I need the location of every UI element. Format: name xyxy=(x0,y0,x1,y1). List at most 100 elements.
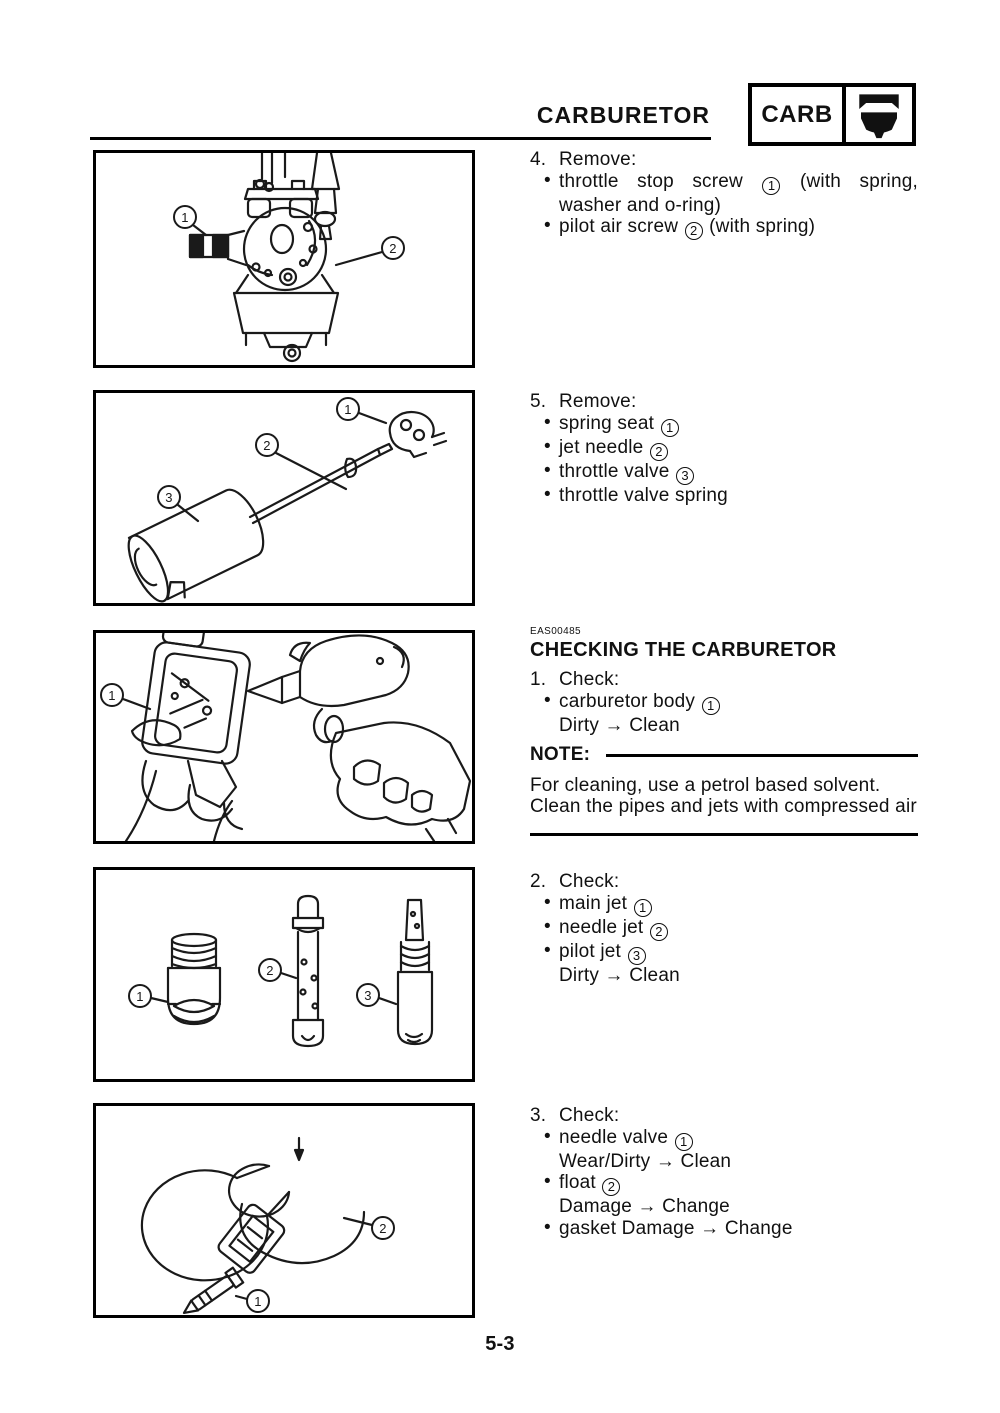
section-check-step3: 3. Check: needle valve 1 Wear/Dirty → Cl… xyxy=(530,1105,918,1239)
note-label: NOTE: xyxy=(530,744,591,765)
page-number: 5-3 xyxy=(485,1333,515,1355)
item-text: pilot jet xyxy=(559,940,622,962)
throttle-valve-assembly-illustration: 1 2 3 xyxy=(127,397,448,603)
item-suffix: (with spring, washer and o-ring) xyxy=(559,170,918,216)
item-text: jet needle xyxy=(559,436,644,458)
section-remove-step5: 5. Remove: spring seat 1 jet needle 2 th… xyxy=(530,391,918,506)
callout-badge: 1 xyxy=(674,1132,693,1151)
callout-3: 3 xyxy=(364,988,371,1003)
step-number: 4. xyxy=(530,149,547,170)
callout-2: 2 xyxy=(379,1221,386,1236)
figure2-callouts: 1 2 3 xyxy=(157,397,360,509)
callout-3: 3 xyxy=(165,490,172,505)
item-text: needle jet xyxy=(559,916,644,938)
note-heading: NOTE: xyxy=(530,744,918,766)
list-item: jet needle 2 xyxy=(530,436,918,461)
list-item: pilot air screw 2 (with spring) xyxy=(530,215,918,240)
title-rule xyxy=(90,137,711,140)
callout-2: 2 xyxy=(263,438,270,453)
item-text: pilot air screw xyxy=(559,216,679,237)
callout-1: 1 xyxy=(136,989,143,1004)
callout-badge: 2 xyxy=(649,442,668,461)
step-heading: 5. Remove: xyxy=(530,391,918,413)
list-item: throttle stop screw 1 (with spring, wash… xyxy=(530,170,918,217)
item-text: spring seat xyxy=(559,412,655,434)
callout-badge: 1 xyxy=(762,176,781,195)
callout-2: 2 xyxy=(266,963,273,978)
list-item: carburetor body 1 xyxy=(530,690,918,715)
carburetor-icon xyxy=(846,87,912,142)
figure3-callouts: 1 xyxy=(100,683,124,707)
item-text: needle valve xyxy=(559,1126,669,1148)
cleaning-carburetor-illustration: 1 xyxy=(100,633,472,841)
item-text: gasket Damage → Change xyxy=(559,1217,793,1239)
jets-illustration: 1 2 3 xyxy=(128,894,434,1048)
item-text: throttle valve xyxy=(559,460,670,482)
list-item: gasket Damage → Change xyxy=(530,1217,918,1240)
result-line: Dirty → Clean xyxy=(559,964,680,986)
step-action: Remove: xyxy=(559,149,637,170)
item-text: throttle valve spring xyxy=(559,484,728,506)
list-item: float 2 xyxy=(530,1171,918,1196)
step-number: 3. xyxy=(530,1105,547,1126)
figure4-callouts: 1 2 3 xyxy=(128,958,380,1008)
section-note: NOTE: For cleaning, use a petrol based s… xyxy=(530,744,918,836)
figure-carburetor-front-view: 1 2 xyxy=(93,150,475,368)
step-action: Remove: xyxy=(559,391,637,412)
figure5-callouts: 2 1 xyxy=(246,1216,395,1313)
step-heading: 1. Check: xyxy=(530,669,918,691)
result-line: Wear/Dirty → Clean xyxy=(559,1150,732,1172)
callout-badge: 1 xyxy=(701,696,720,715)
step-action: Check: xyxy=(559,669,620,690)
step-number: 5. xyxy=(530,391,547,412)
step-heading: 4. Remove: xyxy=(530,149,918,171)
callout-badge: 1 xyxy=(633,898,652,917)
list-item: needle jet 2 xyxy=(530,916,918,941)
step-number: 1. xyxy=(530,669,547,690)
step-heading: 3. Check: xyxy=(530,1105,918,1127)
page-title: CARBURETOR xyxy=(536,102,710,128)
step-number: 2. xyxy=(530,871,547,892)
callout-badge: 2 xyxy=(649,922,668,941)
item-text: float xyxy=(559,1172,596,1193)
section-tag-box: CARB xyxy=(748,83,916,146)
section-code: EAS00485 xyxy=(530,626,582,637)
item-text: carburetor body xyxy=(559,690,696,712)
list-item: throttle valve 3 xyxy=(530,460,918,485)
note-rule xyxy=(606,754,918,758)
float-needle-valve-illustration: 2 1 xyxy=(140,1136,395,1315)
section-checking-carburetor: EAS00485 CHECKING THE CARBURETOR 1. Chec… xyxy=(530,626,918,736)
callout-badge: 1 xyxy=(660,418,679,437)
item-text: main jet xyxy=(559,892,628,914)
section-tag-label: CARB xyxy=(752,87,846,142)
list-item: spring seat 1 xyxy=(530,412,918,437)
list-item: needle valve 1 xyxy=(530,1126,918,1151)
callout-badge: 2 xyxy=(602,1178,621,1196)
figure-float-needle-valve: 2 1 xyxy=(93,1103,475,1318)
note-bottom-rule xyxy=(530,832,918,836)
figure-throttle-valve-assembly: 1 2 3 xyxy=(93,390,475,606)
figure1-callouts: 1 2 xyxy=(173,205,405,260)
callout-1: 1 xyxy=(254,1294,261,1309)
section-heading: CHECKING THE CARBURETOR xyxy=(530,639,837,661)
list-item: pilot jet 3 xyxy=(530,940,918,965)
item-suffix: (with spring) xyxy=(709,216,816,237)
callout-1: 1 xyxy=(108,688,115,703)
callout-1: 1 xyxy=(181,210,188,225)
section-check-step2: 2. Check: main jet 1 needle jet 2 pilot … xyxy=(530,871,918,986)
callout-badge: 3 xyxy=(676,466,695,485)
figure-cleaning-carburetor: 1 xyxy=(93,630,475,844)
callout-badge: 2 xyxy=(684,222,703,240)
step-heading: 2. Check: xyxy=(530,871,918,893)
figure-jets: 1 2 3 xyxy=(93,867,475,1082)
callout-2: 2 xyxy=(389,241,396,256)
step-action: Check: xyxy=(559,871,620,892)
result-line: Damage → Change xyxy=(559,1196,730,1217)
callout-1: 1 xyxy=(344,402,351,417)
callout-badge: 3 xyxy=(627,946,646,965)
item-text: throttle stop screw xyxy=(559,170,743,192)
section-remove-step4: 4. Remove: throttle stop screw 1 (with s… xyxy=(530,149,918,240)
list-item: main jet 1 xyxy=(530,892,918,917)
step-action: Check: xyxy=(559,1105,620,1126)
